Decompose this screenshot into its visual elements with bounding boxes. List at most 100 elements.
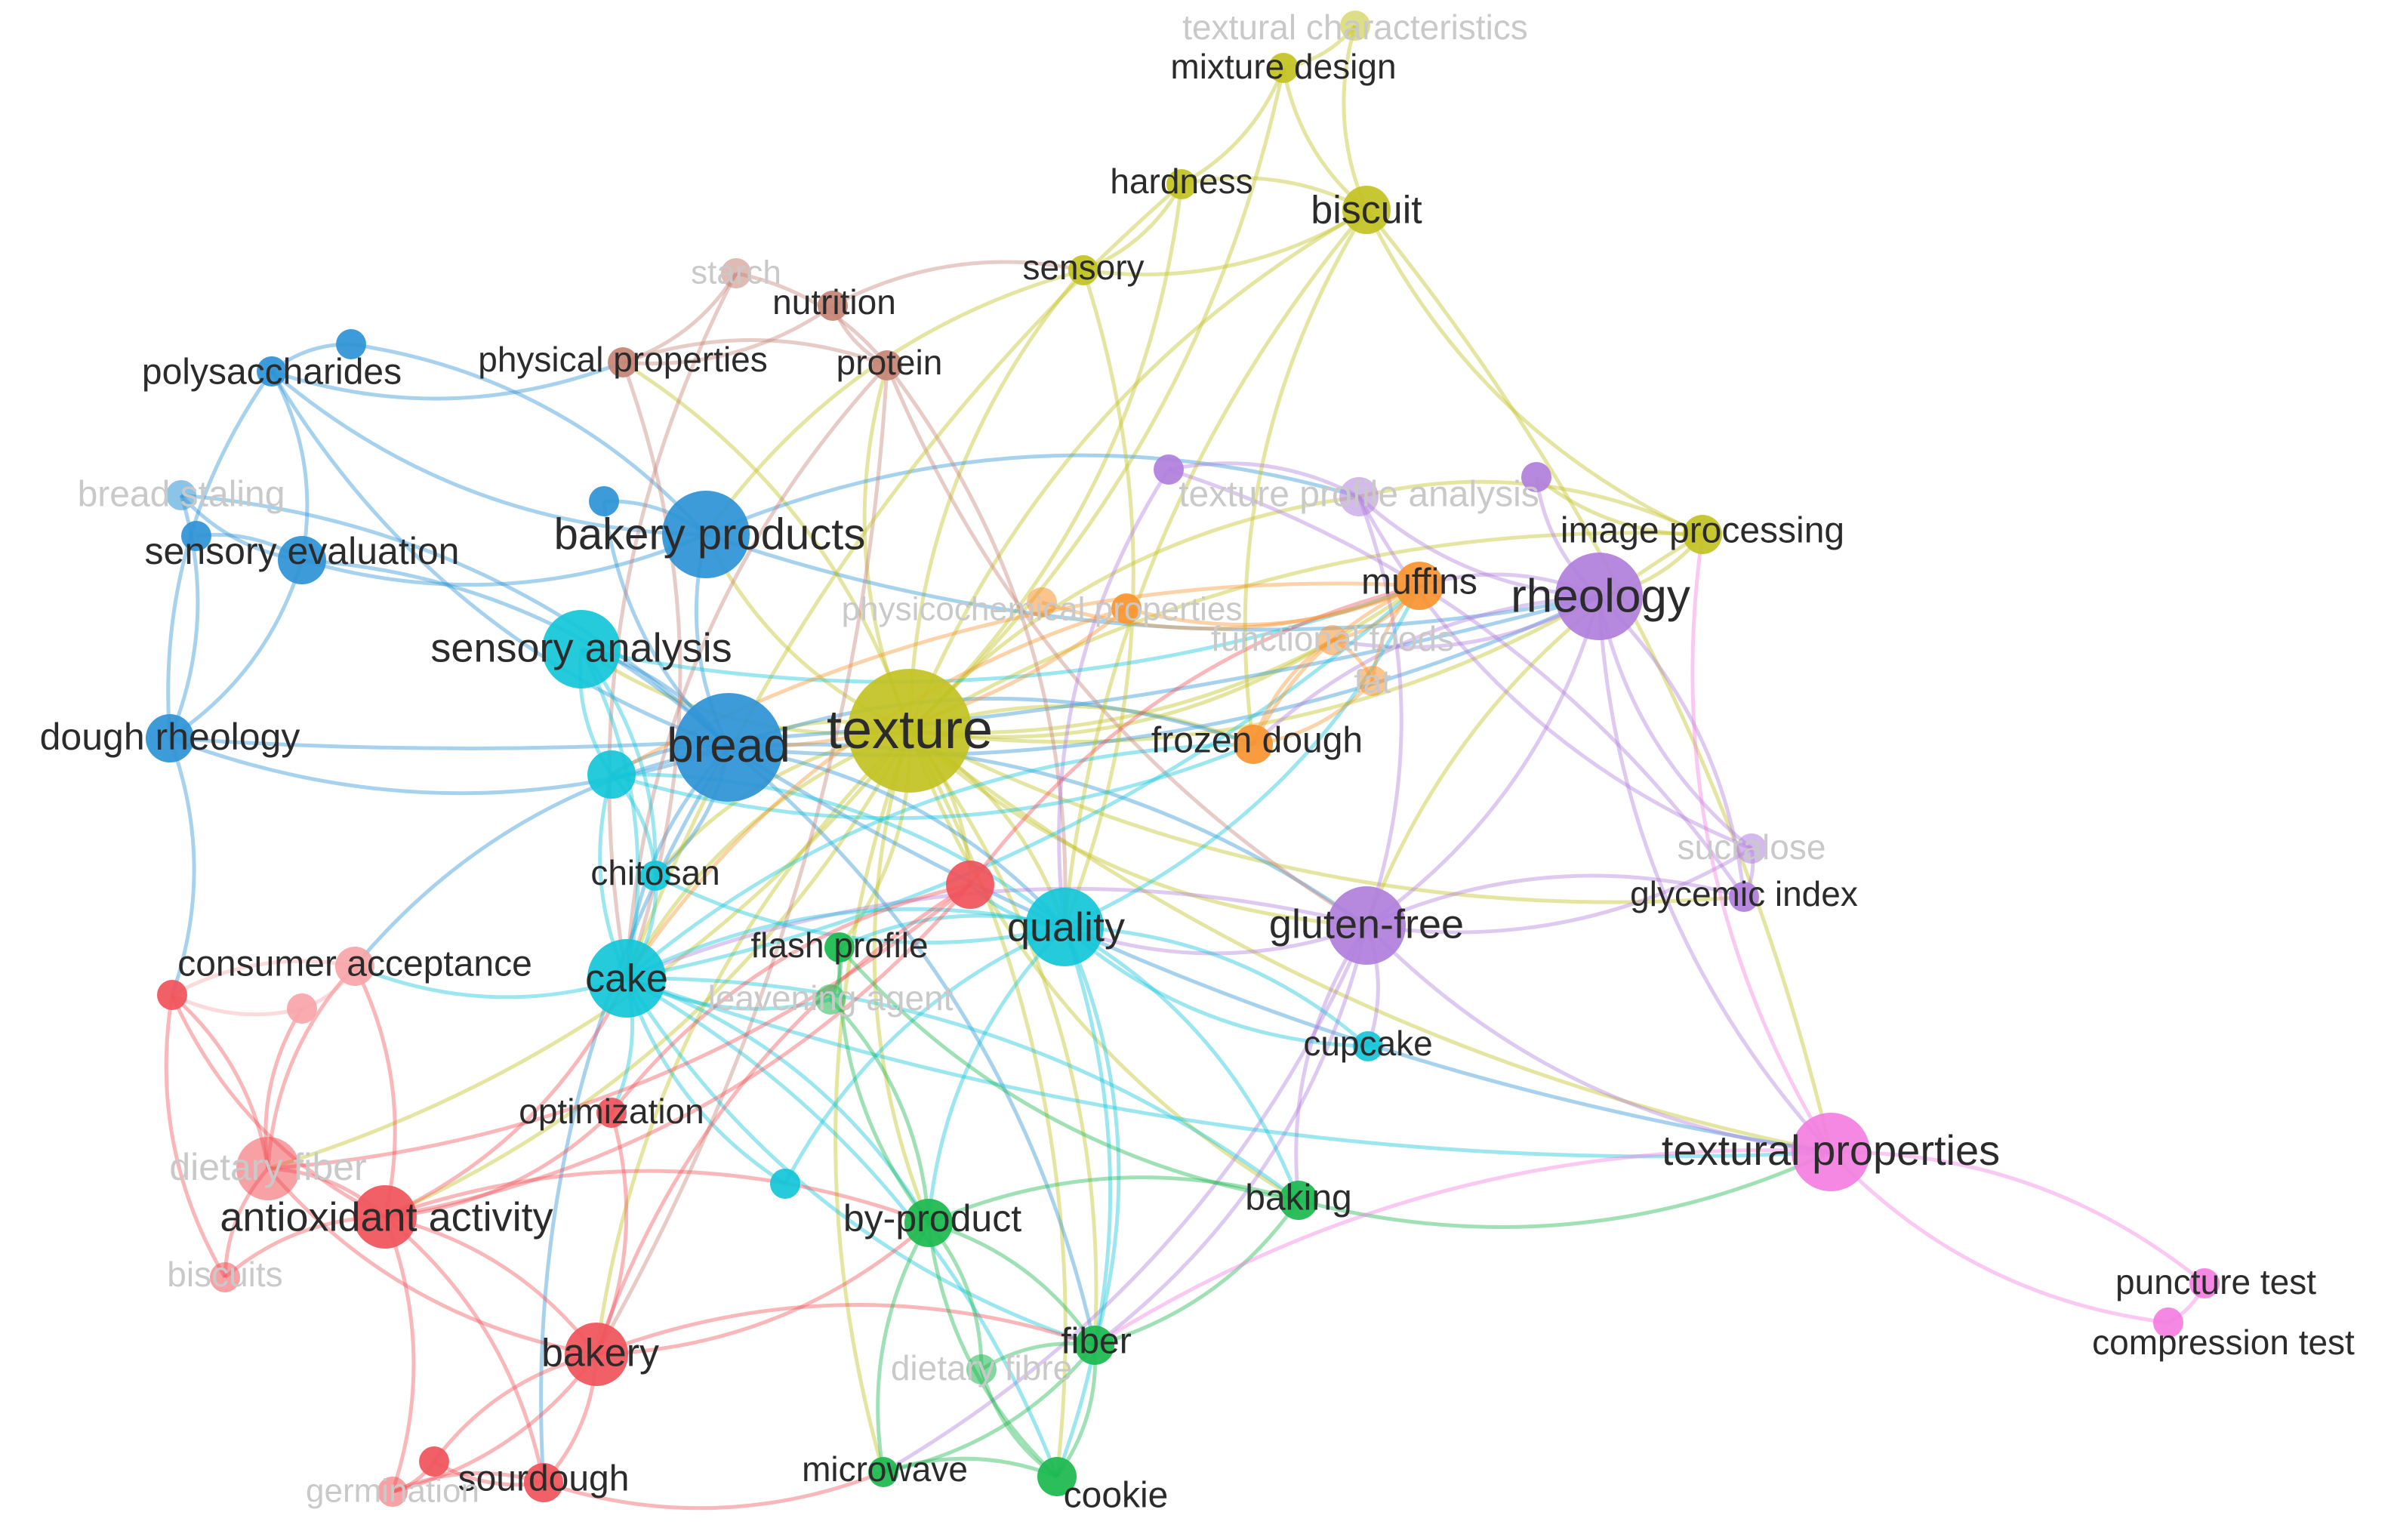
node-flash-profile[interactable] — [824, 932, 855, 962]
node-texture[interactable] — [848, 669, 972, 793]
node-dietary-fibre[interactable] — [966, 1354, 997, 1384]
node-sensory-evaluation[interactable] — [278, 536, 326, 584]
node-texture-profile-analysis[interactable] — [1339, 477, 1379, 516]
label-fat: fat — [1354, 664, 1391, 701]
node-biscuit[interactable] — [1342, 186, 1391, 234]
node-muffins[interactable] — [1395, 562, 1443, 610]
label-biscuit: biscuit — [1311, 189, 1422, 233]
node-bakery[interactable] — [565, 1323, 628, 1386]
node-sucralose[interactable] — [1736, 833, 1767, 864]
node-blue-small-a[interactable] — [336, 329, 366, 359]
label-textural-properties: textural properties — [1662, 1126, 2000, 1174]
edge-rheology-textural-properties — [1597, 596, 1832, 1153]
node-by-product[interactable] — [904, 1199, 953, 1247]
node-textural-characteristics[interactable] — [1340, 11, 1370, 41]
node-sourdough[interactable] — [524, 1463, 563, 1502]
node-biscuits[interactable] — [210, 1262, 240, 1292]
edge-red-center-antioxidant-activity — [384, 883, 972, 1219]
node-orange-small-a[interactable] — [1111, 593, 1142, 624]
node-cupcake[interactable] — [1353, 1031, 1383, 1061]
node-germination[interactable] — [377, 1477, 408, 1507]
node-quality[interactable] — [1025, 888, 1104, 966]
node-rheology[interactable] — [1555, 553, 1643, 640]
node-sensory-analysis[interactable] — [542, 610, 621, 688]
node-blue-small-b[interactable] — [181, 521, 211, 551]
edge-bread-quality — [728, 745, 1066, 929]
edge-bread-polysaccharides — [270, 370, 729, 750]
node-consumer-acceptance[interactable] — [335, 947, 374, 986]
node-gluten-free[interactable] — [1327, 886, 1406, 965]
node-nutrition[interactable] — [818, 291, 848, 321]
edge-nutrition-sensory — [831, 260, 1084, 308]
node-puncture-test[interactable] — [2189, 1268, 2220, 1298]
node-red-small-left[interactable] — [157, 980, 187, 1010]
node-frozen-dough[interactable] — [1234, 725, 1273, 764]
edge-physical-properties-protein — [622, 338, 888, 368]
edge-red-center-dietary-fiber — [267, 883, 972, 1171]
label-compression-test: compression test — [2092, 1323, 2355, 1362]
node-bakery-products[interactable] — [662, 491, 750, 578]
node-blue-small-c[interactable] — [589, 486, 619, 516]
node-cyan-bread[interactable] — [587, 750, 636, 799]
label-functional-foods: functional foods — [1211, 619, 1454, 658]
node-protein[interactable] — [872, 350, 902, 380]
label-muffins: muffins — [1361, 562, 1477, 602]
edge-cupcake-quality — [1063, 926, 1369, 1049]
node-cookie[interactable] — [1037, 1457, 1077, 1496]
node-purple-small-b[interactable] — [1521, 462, 1551, 492]
node-cyan-small[interactable] — [770, 1169, 800, 1199]
edge-texture-fiber — [907, 729, 1098, 1346]
node-fiber[interactable] — [1075, 1326, 1114, 1365]
label-textural-characteristics: textural characteristics — [1182, 8, 1528, 47]
edge-bakery-by-product — [596, 1221, 930, 1357]
node-starch[interactable] — [721, 258, 751, 288]
edge-rheology-gluten-free — [1365, 596, 1601, 928]
edge-rheology-frozen-dough — [1252, 594, 1600, 746]
node-red-small-bottom[interactable] — [419, 1446, 449, 1477]
node-sensory[interactable] — [1068, 255, 1098, 285]
node-polysaccharides[interactable] — [257, 356, 287, 387]
edge-bread-gluten-free — [728, 742, 1368, 928]
label-bakery: bakery — [541, 1332, 659, 1375]
node-dough-rheology[interactable] — [146, 714, 194, 762]
edge-cake-fiber — [624, 977, 1095, 1348]
label-sensory: sensory — [1022, 248, 1144, 287]
node-hardness[interactable] — [1166, 169, 1197, 199]
label-gluten-free: gluten-free — [1269, 901, 1464, 947]
label-texture-profile-analysis: texture profile analysis — [1179, 475, 1539, 515]
node-microwave[interactable] — [868, 1457, 898, 1487]
edge-texture-by-product — [872, 730, 931, 1224]
edge-fiber-baking — [1094, 1199, 1301, 1348]
edge-bakery-fiber — [596, 1302, 1095, 1357]
edge-gluten-free-sucralose — [1366, 846, 1753, 935]
node-pink-small[interactable] — [287, 993, 317, 1024]
label-glycemic-index: glycemic index — [1630, 874, 1858, 913]
edge-by-product-microwave — [876, 1221, 931, 1473]
node-fat[interactable] — [1357, 666, 1388, 696]
node-bread[interactable] — [674, 693, 783, 802]
node-textural-properties[interactable] — [1792, 1113, 1870, 1191]
node-baking[interactable] — [1279, 1181, 1318, 1220]
node-cake[interactable] — [587, 939, 666, 1018]
edge-cake-sensory-analysis — [579, 648, 640, 979]
node-purple-small-a[interactable] — [1154, 454, 1184, 485]
edge-gluten-free-quality — [1064, 923, 1367, 956]
node-dietary-fiber[interactable] — [236, 1137, 300, 1200]
node-optimization[interactable] — [596, 1098, 627, 1128]
node-glycemic-index[interactable] — [1729, 882, 1759, 912]
edge-antioxidant-activity-consumer-acceptance — [353, 965, 397, 1218]
node-chitosan[interactable] — [640, 861, 670, 891]
node-functional-foods[interactable] — [1317, 625, 1348, 655]
edge-bakery-products-polysaccharides — [270, 370, 707, 537]
node-physicochemical-properties[interactable] — [1027, 587, 1057, 618]
node-compression-test[interactable] — [2153, 1307, 2183, 1338]
node-leavening-agent[interactable] — [815, 984, 846, 1015]
node-antioxidant-activity[interactable] — [353, 1185, 417, 1249]
node-mixture-design[interactable] — [1268, 53, 1299, 83]
edge-texture-mixture-design — [908, 67, 1286, 732]
node-red-center[interactable] — [946, 861, 994, 909]
edge-physicochemical-properties-muffins — [1041, 584, 1420, 631]
node-bread-staling[interactable] — [166, 480, 196, 510]
node-physical-properties[interactable] — [608, 347, 638, 377]
node-image-processing[interactable] — [1683, 515, 1722, 554]
